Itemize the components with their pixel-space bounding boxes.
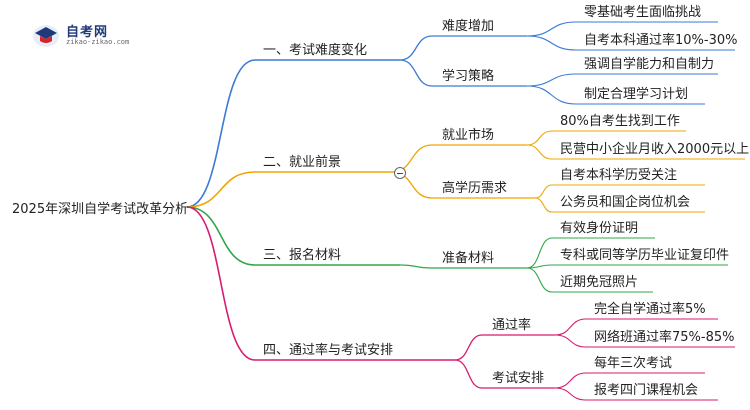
leaf-topic[interactable]: 强调自学能力和自制力 — [584, 57, 715, 72]
leaf-topic[interactable]: 80%自考生找到工作 — [560, 114, 680, 129]
edge-subtopic-leaf — [526, 73, 577, 87]
graduation-cap-icon — [33, 25, 59, 47]
leaf-topic[interactable]: 自考本科学历受关注 — [560, 168, 678, 183]
edge-subtopic-leaf — [526, 237, 553, 269]
edge-subtopic-leaf — [526, 144, 553, 160]
branch-topic[interactable]: 三、报名材料 — [263, 248, 342, 263]
edge-root-branch — [186, 171, 256, 208]
edge-subtopic-leaf — [526, 267, 553, 293]
leaf-topic[interactable]: 民营中小企业月收入2000元以上 — [560, 142, 750, 157]
branch-topic[interactable]: 一、考试难度变化 — [263, 43, 368, 58]
branch-topic[interactable]: 四、通过率与考试安排 — [263, 343, 394, 358]
leaf-topic[interactable]: 有效身份证明 — [560, 221, 639, 236]
edge-root-branch — [186, 206, 256, 266]
leaf-topic[interactable]: 公务员和国企岗位机会 — [560, 195, 691, 210]
edge-branch-subtopic — [399, 35, 433, 61]
leaf-topic[interactable]: 每年三次考试 — [594, 356, 673, 371]
edge-root-branch — [186, 59, 256, 208]
edge-branch-subtopic — [454, 359, 483, 389]
edge-root-branch — [186, 206, 256, 361]
leaf-topic[interactable]: 零基础考生面临挑战 — [584, 5, 702, 20]
edge-branch-subtopic — [399, 59, 433, 87]
subtopic[interactable]: 准备材料 — [442, 251, 495, 266]
edge-branch-subtopic — [399, 264, 433, 269]
leaf-topic[interactable]: 报考四门课程机会 — [594, 383, 699, 398]
leaf-topic[interactable]: 近期免冠照片 — [560, 275, 639, 290]
edge-subtopic-leaf — [554, 387, 587, 401]
edge-subtopic-leaf — [526, 130, 553, 146]
leaf-topic[interactable]: 制定合理学习计划 — [584, 87, 689, 102]
logo-domain: zikao-zikao.com — [66, 38, 130, 46]
leaf-topic[interactable]: 专科或同等学历毕业证复印件 — [560, 248, 730, 263]
subtopic[interactable]: 学习策略 — [442, 69, 495, 84]
edge-subtopic-leaf — [554, 372, 587, 389]
leaf-topic[interactable]: 网络班通过率75%-85% — [594, 330, 735, 345]
subtopic[interactable]: 难度增加 — [442, 19, 495, 34]
root-topic: 2025年深圳自学考试改革分析 — [12, 202, 189, 217]
subtopic[interactable]: 通过率 — [492, 318, 532, 333]
edge-subtopic-leaf — [526, 85, 577, 105]
mind-map-edges — [186, 21, 745, 401]
site-logo[interactable]: 自考网 zikao-zikao.com — [32, 20, 142, 50]
edge-subtopic-leaf — [534, 184, 553, 199]
edge-subtopic-leaf — [554, 334, 587, 348]
edge-subtopic-leaf — [526, 35, 577, 51]
subtopic[interactable]: 就业市场 — [442, 128, 495, 143]
edge-subtopic-leaf — [534, 197, 553, 213]
edge-branch-subtopic — [454, 334, 483, 361]
subtopic[interactable]: 高学历需求 — [442, 181, 508, 196]
edge-subtopic-leaf — [554, 318, 587, 336]
leaf-topic[interactable]: 自考本科通过率10%-30% — [584, 33, 738, 48]
edge-subtopic-leaf — [526, 21, 577, 37]
leaf-topic[interactable]: 完全自学通过率5% — [594, 302, 706, 317]
subtopic[interactable]: 考试安排 — [492, 371, 545, 386]
logo-name: 自考网 — [66, 25, 109, 40]
collapse-toggle-icon[interactable] — [394, 167, 406, 179]
branch-topic[interactable]: 二、就业前景 — [263, 155, 342, 170]
